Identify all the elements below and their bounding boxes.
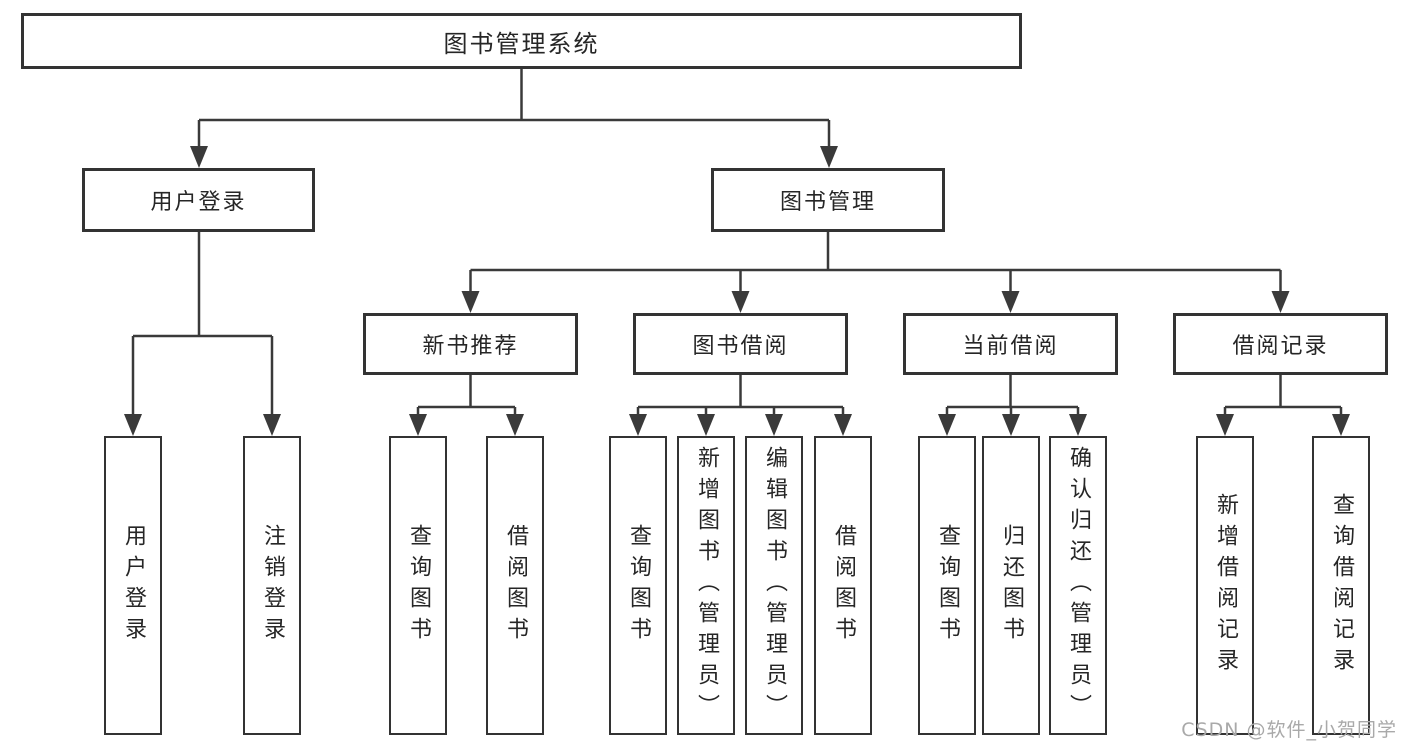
node-user-login: 用户登录	[82, 168, 315, 232]
node-label: 新增借阅记录	[1213, 492, 1238, 679]
node-label: 新书推荐	[422, 334, 519, 359]
leaf-add-books-admin: 新增图书（管理员）	[677, 436, 735, 735]
node-label: 注销登录	[260, 523, 285, 648]
leaf-logout: 注销登录	[243, 436, 301, 735]
leaf-add-borrow-record: 新增借阅记录	[1196, 436, 1254, 735]
leaf-user-login: 用户登录	[104, 436, 162, 735]
leaf-borrow-books-recommend: 借阅图书	[486, 436, 544, 735]
leaf-query-borrow-record: 查询借阅记录	[1312, 436, 1370, 735]
node-label: 借阅记录	[1232, 334, 1329, 359]
leaf-return-books: 归还图书	[982, 436, 1040, 735]
leaf-query-books-borrow: 查询图书	[609, 436, 667, 735]
leaf-confirm-return-admin: 确认归还（管理员）	[1049, 436, 1107, 735]
node-label: 借阅图书	[831, 523, 856, 648]
leaf-edit-books-admin: 编辑图书（管理员）	[745, 436, 803, 735]
node-label: 用户登录	[121, 523, 146, 648]
csdn-watermark: CSDN @软件_小贺同学	[1181, 719, 1397, 741]
node-label: 查询图书	[935, 523, 960, 648]
node-label: 编辑图书（管理员）	[762, 446, 787, 725]
node-root-library-system: 图书管理系统	[21, 13, 1022, 69]
node-label: 当前借阅	[962, 334, 1059, 359]
node-label: 查询图书	[406, 523, 431, 648]
node-label: 新增图书（管理员）	[694, 446, 719, 725]
node-borrow-record: 借阅记录	[1173, 313, 1388, 375]
node-book-management: 图书管理	[711, 168, 945, 232]
leaf-query-books-recommend: 查询图书	[389, 436, 447, 735]
node-new-book-recommend: 新书推荐	[363, 313, 578, 375]
node-current-borrow: 当前借阅	[903, 313, 1118, 375]
node-label: 用户登录	[150, 190, 247, 215]
node-label: 借阅图书	[503, 523, 528, 648]
node-label: 图书管理	[779, 190, 876, 215]
node-label: 确认归还（管理员）	[1066, 446, 1091, 725]
node-label: 归还图书	[999, 523, 1024, 648]
node-book-borrow: 图书借阅	[633, 313, 848, 375]
node-label: 查询借阅记录	[1329, 492, 1354, 679]
leaf-query-books-current: 查询图书	[918, 436, 976, 735]
node-label: 图书借阅	[692, 334, 789, 359]
node-label: 查询图书	[626, 523, 651, 648]
node-label: 图书管理系统	[443, 29, 600, 58]
leaf-borrow-books: 借阅图书	[814, 436, 872, 735]
